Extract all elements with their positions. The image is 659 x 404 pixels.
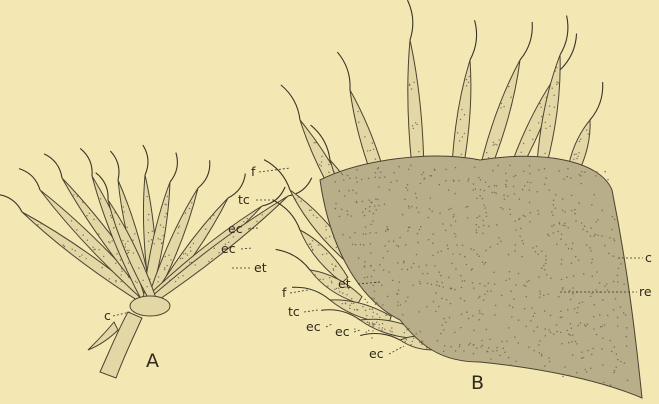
panel-b-caption: B xyxy=(471,372,484,394)
label-b-f: f xyxy=(282,285,287,300)
label-b-ec-3: ec xyxy=(369,346,384,361)
label-a-c: c xyxy=(104,308,111,323)
label-a-ec-lower: ec xyxy=(221,241,236,256)
label-a-tc: tc xyxy=(238,192,250,207)
panel-a-caption: A xyxy=(146,350,159,372)
label-b-c: c xyxy=(645,250,652,265)
label-b-et: et xyxy=(338,276,351,291)
label-a-ec-upper: ec xyxy=(228,221,243,236)
label-b-tc: tc xyxy=(288,304,300,319)
label-b-ec-2: ec xyxy=(335,324,350,339)
label-b-ec-1: ec xyxy=(306,319,321,334)
cell-b-7 xyxy=(536,16,568,176)
label-a-et: et xyxy=(254,260,267,275)
label-a-f: f xyxy=(251,164,256,179)
label-b-re: re xyxy=(639,284,652,299)
panel-b-drawing xyxy=(264,0,642,398)
cell-mass-b xyxy=(320,156,642,398)
